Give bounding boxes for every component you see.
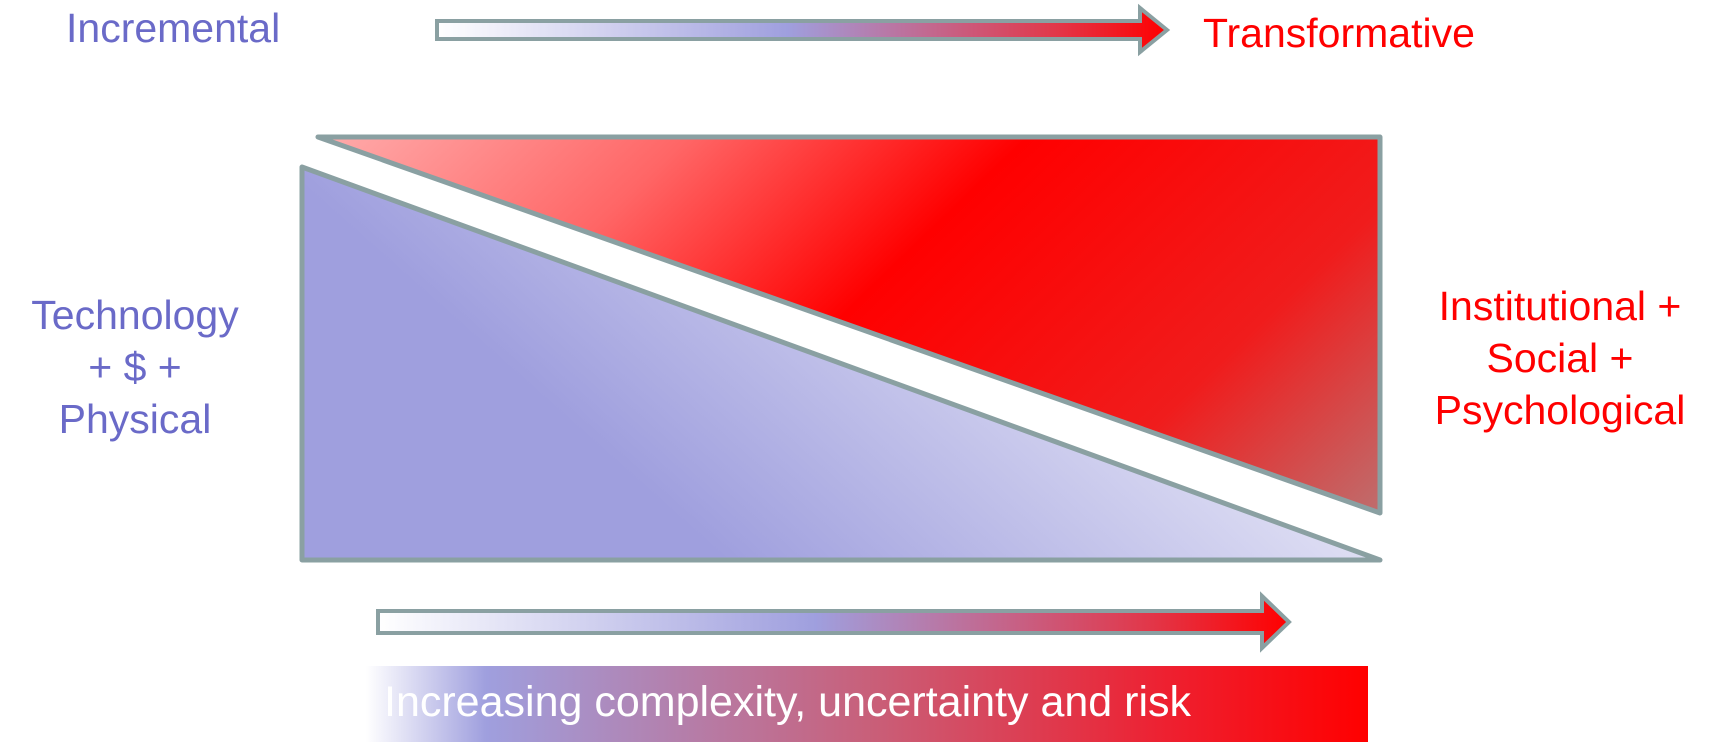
label-institutional-stack: Institutional + Social + Psychological	[1410, 280, 1710, 436]
label-institutional: Institutional +	[1438, 283, 1682, 329]
complexity-banner-background	[366, 666, 1368, 742]
blue-incremental-wedge	[299, 164, 1383, 563]
label-money: + $ +	[88, 344, 182, 390]
label-transformative: Transformative	[1203, 10, 1475, 56]
label-technology-stack: Technology + $ + Physical	[0, 289, 270, 445]
label-incremental: Incremental	[66, 5, 281, 51]
label-technology: Technology	[31, 292, 239, 338]
label-physical: Physical	[58, 396, 212, 442]
complexity-banner: Increasing complexity, uncertainty and r…	[366, 666, 1368, 742]
red-transformative-triangle	[315, 134, 1383, 516]
label-social: Social +	[1486, 335, 1634, 381]
complexity-banner-text: Increasing complexity, uncertainty and r…	[384, 678, 1192, 726]
label-psychological: Psychological	[1434, 387, 1686, 433]
top-gradient-arrow	[435, 3, 1171, 57]
bottom-gradient-arrow	[376, 591, 1292, 653]
